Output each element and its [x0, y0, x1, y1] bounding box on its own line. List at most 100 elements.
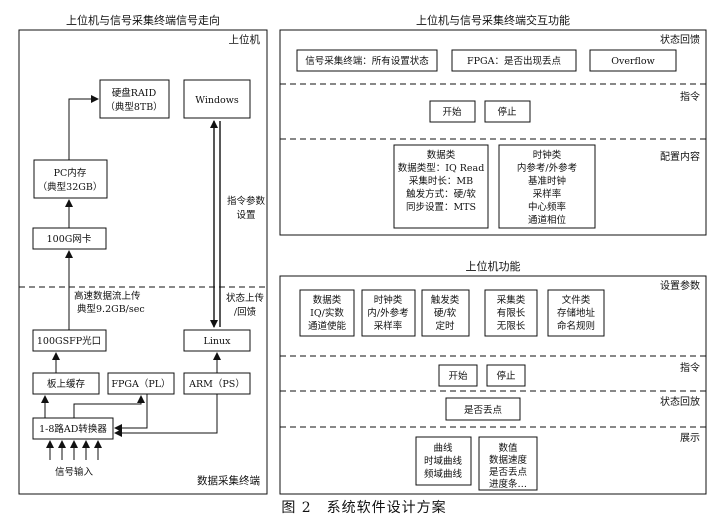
memory-to-raid-arrow: [68, 95, 99, 160]
rb-param-acquire-line-1: 有限长: [497, 307, 526, 319]
rb-param-clock-line-2: 采样率: [374, 320, 403, 332]
rb-param-clock-title: 时钟类: [374, 294, 403, 306]
rb-param-box-data: 数据类 IQ/实数 通道使能: [299, 289, 355, 337]
windows-node: Windows: [183, 79, 251, 119]
pc-memory-capacity: （典型32GB）: [38, 181, 103, 193]
figure-caption: 图 2 系统软件设计方案: [281, 500, 447, 516]
nic-label: 100G网卡: [47, 233, 92, 245]
rt-config-clock-title: 时钟类: [533, 149, 562, 161]
rb-display-values-line-2: 是否丢点: [489, 466, 528, 478]
buffer-label: 板上缓存: [47, 378, 86, 390]
rt-status-box-settings: 信号采集终端：所有设置状态: [296, 49, 438, 72]
rt-config-data-line-4: 同步设置：MTS: [406, 202, 476, 213]
rt-config-clock-line-4: 中心频率: [528, 201, 567, 213]
software-design-diagram: 上位机与信号采集终端信号走向 上位机 数据采集终端 硬盘RAID （典型8TB）…: [18, 13, 707, 495]
right-bottom-title: 上位机功能: [466, 259, 521, 273]
rb-param-box-acquire: 采集类 有限长 无限长: [484, 289, 538, 337]
windows-label: Windows: [195, 95, 239, 106]
rb-params-section-label: 设置参数: [660, 279, 700, 292]
adc-label: 1-8路AD转换器: [39, 423, 107, 435]
right-top-border: [279, 29, 707, 236]
rb-display-curves-line-1: 时域曲线: [424, 455, 463, 467]
rb-display-curves-box: 曲线 时域曲线 频域曲线: [415, 436, 472, 486]
left-panel-title: 上位机与信号采集终端信号走向: [66, 13, 220, 27]
rt-status-box-overflow: Overflow: [589, 49, 677, 72]
rb-param-clock-line-1: 内/外参考: [367, 307, 408, 319]
buffer-node: 板上缓存: [32, 372, 100, 395]
rt-start-label: 开始: [442, 106, 462, 118]
right-bottom-border: [279, 275, 707, 495]
rt-stop-label: 停止: [497, 106, 517, 118]
pc-memory-node: PC内存 （典型32GB）: [33, 159, 108, 199]
rt-config-clock-line-5: 通道相位: [528, 214, 567, 226]
rt-config-clock-box: 时钟类 内参考/外参考 基准时钟 采样率 中心频率 通道相位: [498, 144, 596, 229]
rb-status-text: 是否丢点: [464, 404, 503, 416]
rb-param-box-clock: 时钟类 内/外参考 采样率: [361, 289, 416, 337]
rb-param-trigger-line-1: 硬/软: [434, 307, 457, 319]
rt-config-clock-line-2: 基准时钟: [528, 175, 566, 187]
linux-node: Linux: [183, 329, 251, 352]
left-panel: 上位机与信号采集终端信号走向 上位机 数据采集终端 硬盘RAID （典型8TB）…: [18, 13, 268, 495]
rt-status-settings-text: 信号采集终端：所有设置状态: [305, 55, 429, 67]
command-param-annotation: 指令参数: [227, 195, 266, 207]
fpga-node: FPGA（PL）: [107, 372, 175, 395]
command-param-annotation-2: 设置: [236, 210, 255, 221]
rb-param-box-file: 文件类 存储地址 命名规则: [547, 289, 605, 337]
rt-stop-button: 停止: [484, 100, 531, 123]
rt-status-section-label: 状态回馈: [660, 33, 700, 46]
rt-config-data-line-2: 采集时长：MB: [409, 175, 473, 187]
rb-param-file-line-2: 命名规则: [557, 320, 595, 332]
arm-label: ARM（PS）: [188, 378, 245, 390]
right-top-panel: 上位机与信号采集终端交互功能 状态回馈 指令 配置内容 信号采集终端：所有设置状…: [279, 13, 707, 236]
terminal-label: 数据采集终端: [197, 474, 260, 487]
raid-node: 硬盘RAID （典型8TB）: [99, 79, 170, 119]
rb-display-section-label: 展示: [680, 432, 700, 444]
nic-node: 100G网卡: [32, 227, 107, 250]
rb-stop-label: 停止: [496, 370, 516, 382]
left-connectors: [41, 95, 221, 460]
rb-start-button: 开始: [438, 364, 478, 387]
host-label: 上位机: [229, 33, 261, 46]
pc-memory-label: PC内存: [54, 167, 87, 179]
rt-status-fpga-text: FPGA：是否出现丢点: [467, 55, 561, 67]
signal-input-label: 信号输入: [55, 466, 94, 478]
rb-display-values-line-3: 进度条…: [489, 478, 527, 490]
rb-command-section-label: 指令: [680, 361, 700, 374]
rt-config-section-label: 配置内容: [660, 150, 700, 163]
raid-capacity: （典型8TB）: [105, 101, 162, 113]
rt-config-data-line-3: 触发方式：硬/软: [406, 188, 476, 200]
linux-label: Linux: [204, 336, 232, 347]
right-top-title: 上位机与信号采集终端交互功能: [416, 13, 570, 27]
rt-config-data-box: 数据类 数据类型：IQ Read 采集时长：MB 触发方式：硬/软 同步设置：M…: [393, 144, 489, 229]
rb-status-section-label: 状态回放: [660, 395, 700, 408]
rb-param-trigger-title: 触发类: [431, 294, 460, 306]
rb-param-file-title: 文件类: [562, 294, 591, 306]
adc-to-fpga-arrow: [73, 395, 145, 418]
rb-param-box-trigger: 触发类 硬/软 定时: [421, 289, 470, 337]
rb-display-values-title: 数值: [498, 442, 518, 454]
rb-stop-button: 停止: [486, 364, 526, 387]
rt-status-overflow-text: Overflow: [611, 56, 655, 67]
left-panel-border: [18, 29, 268, 495]
rb-param-trigger-line-2: 定时: [435, 320, 455, 332]
arm-to-adc-arrow: [114, 394, 218, 437]
high-speed-annotation: 高速数据流上传: [74, 290, 141, 302]
sfp-node: 100GSFP光口: [32, 329, 107, 352]
rb-param-acquire-line-2: 无限长: [497, 320, 526, 332]
sfp-label: 100GSFP光口: [37, 335, 101, 347]
rt-config-data-line-1: 数据类型：IQ Read: [398, 162, 485, 174]
rt-config-data-title: 数据类: [427, 149, 456, 161]
status-feedback-annotation: /回馈: [234, 306, 257, 318]
adc-node: 1-8路AD转换器: [32, 417, 114, 440]
raid-label: 硬盘RAID: [112, 87, 157, 99]
rb-param-data-line-2: 通道使能: [308, 320, 347, 332]
rb-param-acquire-title: 采集类: [497, 294, 526, 306]
rb-display-values-line-1: 数据速度: [489, 454, 528, 466]
rb-display-curves-line-2: 频域曲线: [424, 468, 463, 480]
right-bottom-panel: 上位机功能 设置参数 指令 状态回放 展示 数据类 IQ/实数 通道使能 时钟类…: [279, 259, 707, 495]
high-speed-rate: 典型9.2GB/sec: [77, 303, 145, 315]
rt-status-box-fpga: FPGA：是否出现丢点: [451, 49, 577, 72]
rb-display-curves-title: 曲线: [433, 442, 453, 454]
rb-param-file-line-1: 存储地址: [557, 307, 596, 319]
rb-start-label: 开始: [448, 370, 468, 382]
